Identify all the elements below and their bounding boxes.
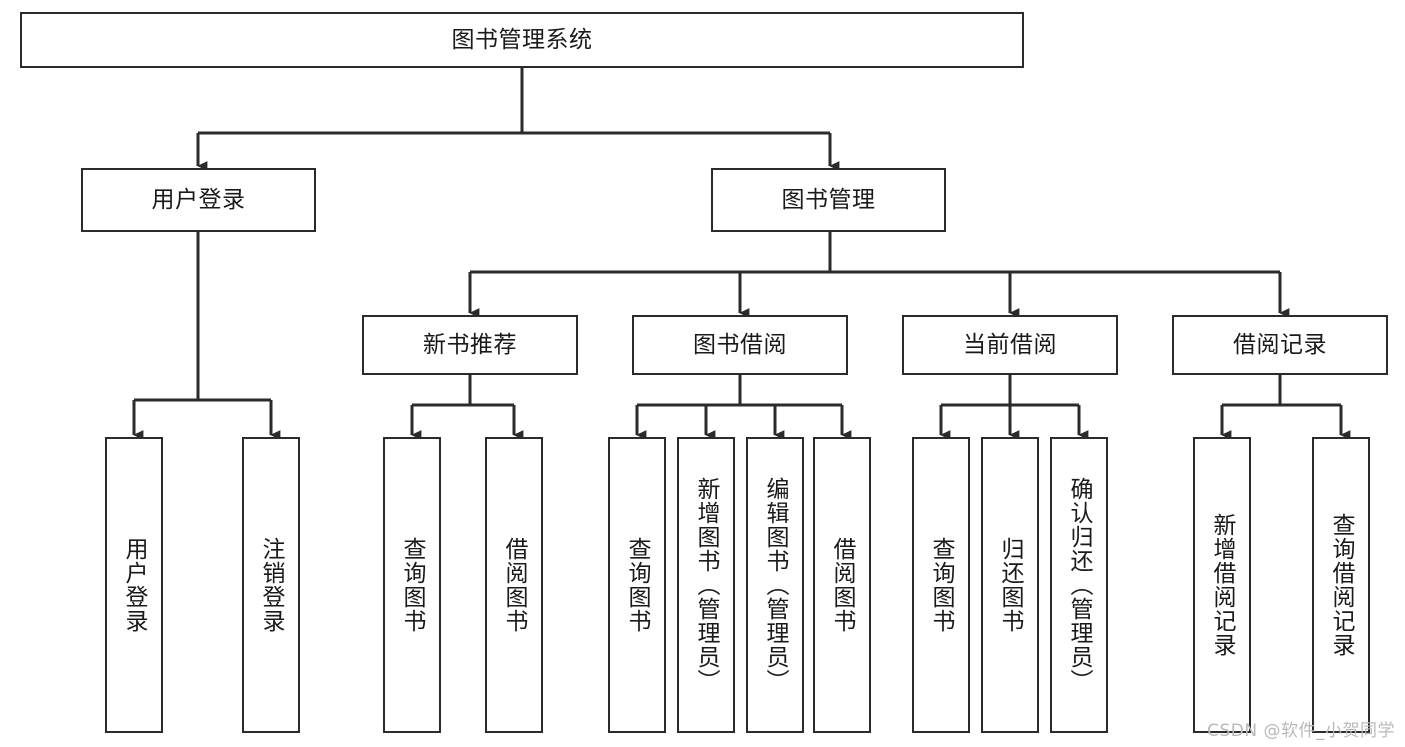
node-leaf-confirm-return-label: 确认归还（管理员） xyxy=(1066,477,1093,693)
node-leaf-borrow-book-2[interactable]: 借阅图书 xyxy=(813,437,871,733)
node-leaf-query-book-1-label: 查询图书 xyxy=(399,537,426,633)
node-root[interactable]: 图书管理系统 xyxy=(20,12,1024,68)
node-leaf-query-book-1[interactable]: 查询图书 xyxy=(383,437,441,733)
node-leaf-return-book[interactable]: 归还图书 xyxy=(981,437,1039,733)
node-leaf-query-book-2[interactable]: 查询图书 xyxy=(608,437,666,733)
node-leaf-edit-book-label: 编辑图书（管理员） xyxy=(762,477,789,693)
node-leaf-return-book-label: 归还图书 xyxy=(997,537,1024,633)
node-leaf-query-book-3[interactable]: 查询图书 xyxy=(912,437,970,733)
node-leaf-add-book[interactable]: 新增图书（管理员） xyxy=(677,437,735,733)
node-leaf-query-record-label: 查询借阅记录 xyxy=(1328,513,1355,657)
node-leaf-borrow-book-1-label: 借阅图书 xyxy=(501,537,528,633)
node-current-borrow-label: 当前借阅 xyxy=(963,331,1057,358)
node-leaf-query-book-3-label: 查询图书 xyxy=(928,537,955,633)
node-borrow-record[interactable]: 借阅记录 xyxy=(1172,315,1388,375)
node-current-borrow[interactable]: 当前借阅 xyxy=(902,315,1118,375)
node-new-book-rec-label: 新书推荐 xyxy=(423,331,517,358)
node-leaf-borrow-book-1[interactable]: 借阅图书 xyxy=(485,437,543,733)
node-leaf-user-login[interactable]: 用户登录 xyxy=(105,437,163,733)
node-leaf-confirm-return[interactable]: 确认归还（管理员） xyxy=(1050,437,1108,733)
watermark-text: CSDN @软件_小贺同学 xyxy=(1207,721,1395,741)
node-leaf-user-login-label: 用户登录 xyxy=(121,537,148,633)
node-user-login[interactable]: 用户登录 xyxy=(81,168,316,232)
node-leaf-borrow-book-2-label: 借阅图书 xyxy=(829,537,856,633)
node-leaf-add-book-label: 新增图书（管理员） xyxy=(693,477,720,693)
node-leaf-query-record[interactable]: 查询借阅记录 xyxy=(1312,437,1370,733)
node-book-borrow-label: 图书借阅 xyxy=(693,331,787,358)
node-new-book-rec[interactable]: 新书推荐 xyxy=(362,315,578,375)
node-borrow-record-label: 借阅记录 xyxy=(1233,331,1327,358)
node-user-login-label: 用户登录 xyxy=(151,186,246,213)
node-book-manage-label: 图书管理 xyxy=(781,186,876,213)
node-leaf-add-record-label: 新增借阅记录 xyxy=(1209,513,1236,657)
node-leaf-add-record[interactable]: 新增借阅记录 xyxy=(1193,437,1251,733)
node-leaf-logout-label: 注销登录 xyxy=(258,537,285,633)
node-book-borrow[interactable]: 图书借阅 xyxy=(632,315,848,375)
node-root-label: 图书管理系统 xyxy=(451,26,593,53)
node-leaf-query-book-2-label: 查询图书 xyxy=(624,537,651,633)
node-leaf-edit-book[interactable]: 编辑图书（管理员） xyxy=(746,437,804,733)
node-leaf-logout[interactable]: 注销登录 xyxy=(242,437,300,733)
node-book-manage[interactable]: 图书管理 xyxy=(711,168,946,232)
